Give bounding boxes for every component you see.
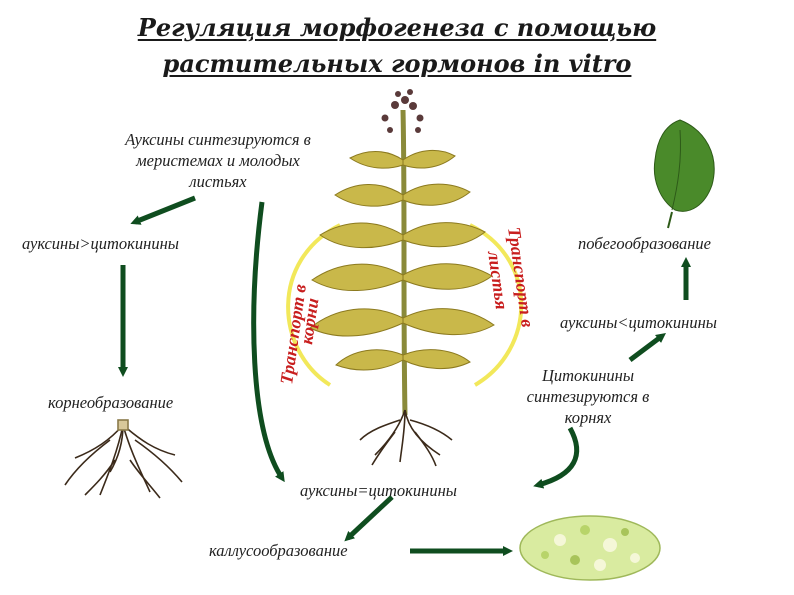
arrow-ratio-eq-to-callus [348,497,392,538]
cytokinin-synthesis-note: Цитокинины синтезируются в корнях [498,365,678,428]
auxin-synthesis-note: Ауксины синтезируются в меристемах и мол… [80,129,356,192]
cytokinin-synthesis-line-2: синтезируются в [498,386,678,407]
ratio-auxin-equal: ауксины=цитокинины [300,481,457,501]
shoot-formation-label: побегообразование [578,234,711,254]
cytokinin-synthesis-line-1: Цитокинины [498,365,678,386]
plant-stem [403,110,405,415]
arrow-cytokinin-to-ratio-lt [630,336,662,360]
cytokinin-synthesis-line-3: корнях [498,407,678,428]
auxin-synthesis-line-2: меристемах и молодых [80,150,356,171]
auxin-synthesis-line-3: листьях [80,171,356,192]
arrow-auxin-to-ratio-eq [254,202,282,478]
callus-image [520,516,660,580]
arrow-cytokinin-to-ratio-eq [538,428,577,485]
ratio-auxin-greater: ауксины>цитокинины [22,234,179,254]
auxin-synthesis-line-1: Ауксины синтезируются в [80,129,356,150]
transport-to-leaves-label-1: Транспорт в [504,226,538,329]
root-cluster-image [65,420,182,498]
plant-roots [360,410,452,466]
arrow-auxin-to-ratio-gt [135,198,195,222]
callus-formation-label: каллусообразование [209,541,348,561]
shoot-leaf-image [654,120,714,228]
ratio-auxin-less: ауксины<цитокинины [560,313,717,333]
root-formation-label: корнеобразование [48,393,173,413]
